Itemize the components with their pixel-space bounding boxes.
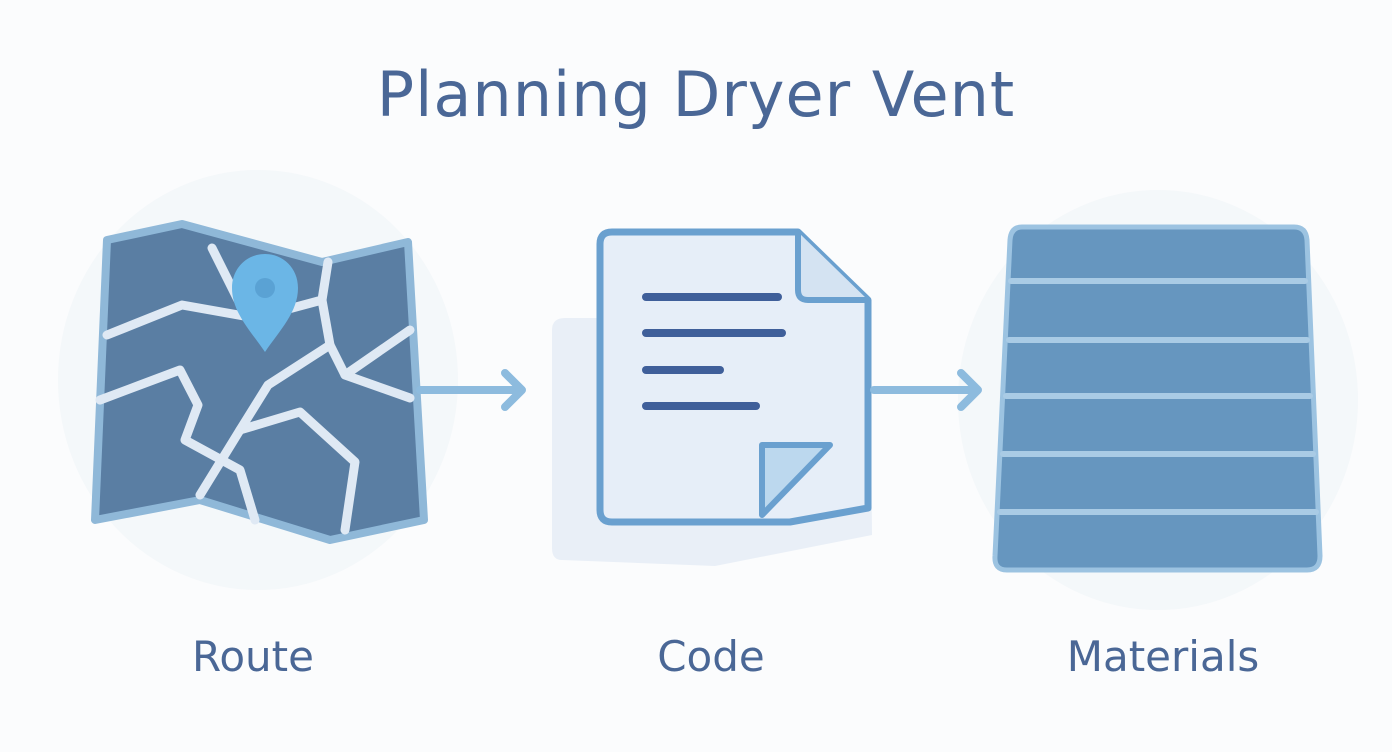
location-pin-icon bbox=[232, 254, 298, 352]
document-top-fold bbox=[795, 232, 868, 303]
arrow-code-to-materials bbox=[870, 369, 982, 411]
document-bottom-curl bbox=[759, 442, 833, 518]
board-separators bbox=[997, 278, 1319, 515]
map-with-pin-icon bbox=[91, 220, 428, 544]
arrow-route-to-code bbox=[416, 369, 526, 411]
step-label-code: Code bbox=[657, 632, 765, 681]
document-icon bbox=[552, 228, 872, 566]
step-label-route: Route bbox=[192, 632, 314, 681]
map-roads bbox=[95, 243, 415, 535]
diagram-title: Planning Dryer Vent bbox=[376, 58, 1016, 131]
step-label-materials: Materials bbox=[1066, 632, 1260, 681]
stacked-boards-icon bbox=[992, 224, 1323, 573]
document-text-lines bbox=[642, 293, 786, 410]
